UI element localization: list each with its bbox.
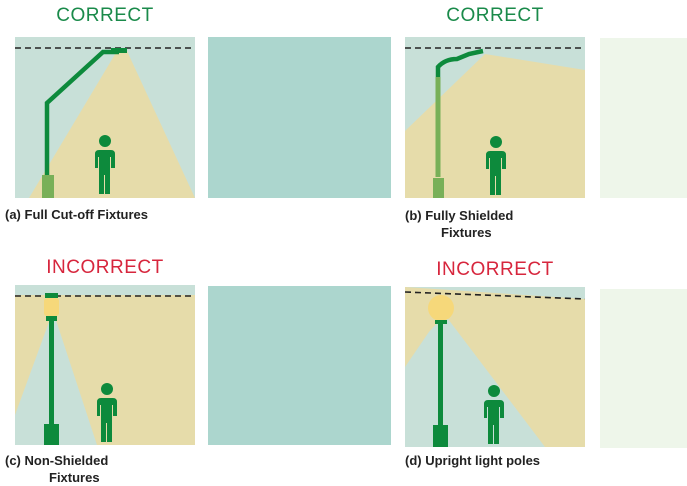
pole-base [433,425,448,447]
light-cone [29,51,195,198]
heading-incorrect-c: INCORRECT [46,257,164,278]
pole [438,324,443,427]
light-spill [405,287,585,447]
caption-c-line1: (c) Non-Shielded [5,453,109,468]
panel-fully-shielded [405,37,585,198]
heading-correct-a: CORRECT [56,5,154,26]
panel-non-shielded [15,285,195,445]
panel-full-cutoff [15,37,195,198]
swatch-teal-c [208,286,391,445]
person-icon [95,135,115,194]
light-cone [405,54,585,198]
swatch-pale-d [600,289,687,448]
heading-incorrect-d: INCORRECT [436,259,554,280]
swatch-pale-b [600,38,687,198]
pole-arm [435,48,484,177]
fixture-head [111,48,127,53]
lamp-cap [45,293,58,298]
caption-a-line1: (a) Full Cut-off Fixtures [5,207,148,222]
light-spill-left [405,307,435,367]
caption-c-line2: Fixtures [49,470,100,485]
lamp-collar [435,320,447,324]
person-icon [97,383,117,442]
caption-d-line1: (d) Upright light poles [405,453,541,468]
pole-base [433,178,444,198]
pole-base [44,424,59,445]
caption-b: (b) Fully Shielded Fixtures [405,207,513,241]
light-spill-left [15,295,195,445]
swatch-teal-a [208,37,391,198]
lamp-collar [46,316,57,321]
caption-b-line2: Fixtures [441,225,492,240]
lamp-globe [44,298,59,316]
caption-c: (c) Non-Shielded Fixtures [5,452,108,486]
caption-d: (d) Upright light poles [405,452,540,469]
pole [49,321,54,425]
caption-b-line1: (b) Fully Shielded [405,208,514,223]
lamp-globe [428,295,454,321]
pole-base [42,175,54,198]
person-icon [486,136,506,195]
person-icon [484,385,504,444]
caption-a: (a) Full Cut-off Fixtures [5,206,148,223]
heading-correct-b: CORRECT [446,5,544,26]
horizon-dashed-line [405,291,585,300]
panel-upright-poles [405,287,585,447]
